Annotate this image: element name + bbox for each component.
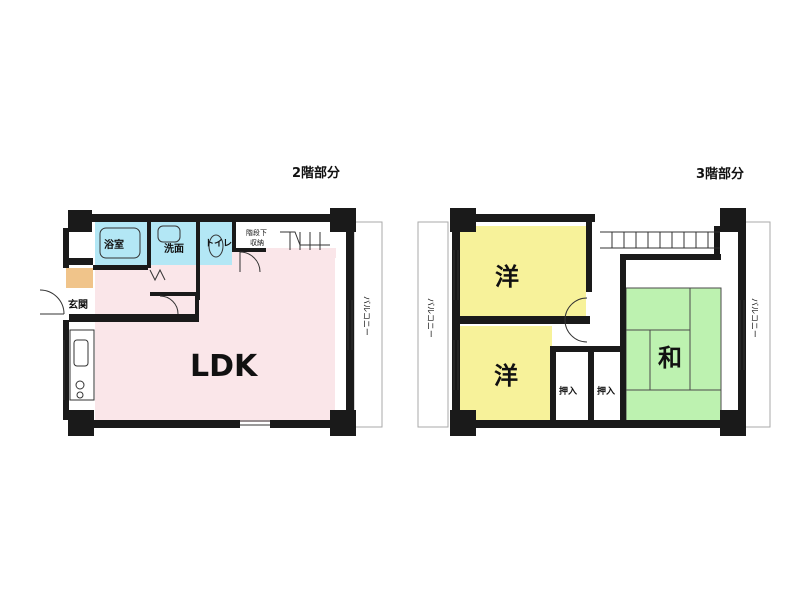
ldk-upper-extension bbox=[236, 248, 336, 258]
floor-3-title: 3階部分 bbox=[696, 166, 744, 182]
closet-left-label: 押入 bbox=[559, 385, 577, 397]
ldk-room bbox=[95, 252, 335, 422]
balcony-3f-right-label: バルコニー bbox=[750, 298, 759, 338]
balcony-2f-label: バルコニー bbox=[362, 296, 371, 336]
floor-2-fixtures bbox=[39, 225, 353, 426]
japanese-label: 和 bbox=[658, 344, 682, 372]
balcony-3f-left bbox=[417, 221, 449, 428]
closet-right-label: 押入 bbox=[597, 385, 615, 397]
floor-2-title: 2階部分 bbox=[292, 165, 340, 181]
washroom-room bbox=[150, 222, 196, 265]
entrance-floor bbox=[66, 268, 93, 288]
western-upper-label: 洋 bbox=[495, 263, 519, 291]
floor-3-walls bbox=[450, 208, 746, 436]
floor-2-walls bbox=[63, 208, 356, 436]
balcony-3f-right bbox=[741, 221, 771, 428]
storage-label-line2: 収納 bbox=[250, 238, 264, 247]
floor-3-plan: 3階部分 洋 洋 和 押入 押入 バルコニー バルコニー bbox=[417, 166, 771, 436]
toilet-room bbox=[199, 222, 232, 265]
floor-3-fixtures bbox=[453, 231, 745, 390]
ldk-label: LDK bbox=[190, 349, 259, 384]
washroom-label: 洗面 bbox=[164, 242, 184, 255]
western-room-upper bbox=[460, 226, 586, 316]
western-room-lower bbox=[460, 326, 552, 422]
floor-2-plan: 2階部分 LDK 浴室 洗面 トイレ 階段下 収納 玄関 バルコニー bbox=[39, 165, 383, 436]
storage-label-line1: 階段下 bbox=[246, 228, 267, 237]
bath-label: 浴室 bbox=[104, 238, 124, 251]
balcony-3f-left-label: バルコニー bbox=[426, 298, 435, 338]
japanese-room bbox=[626, 288, 721, 422]
toilet-label: トイレ bbox=[205, 238, 232, 249]
western-lower-label: 洋 bbox=[494, 362, 518, 390]
entrance-label: 玄関 bbox=[68, 298, 88, 311]
